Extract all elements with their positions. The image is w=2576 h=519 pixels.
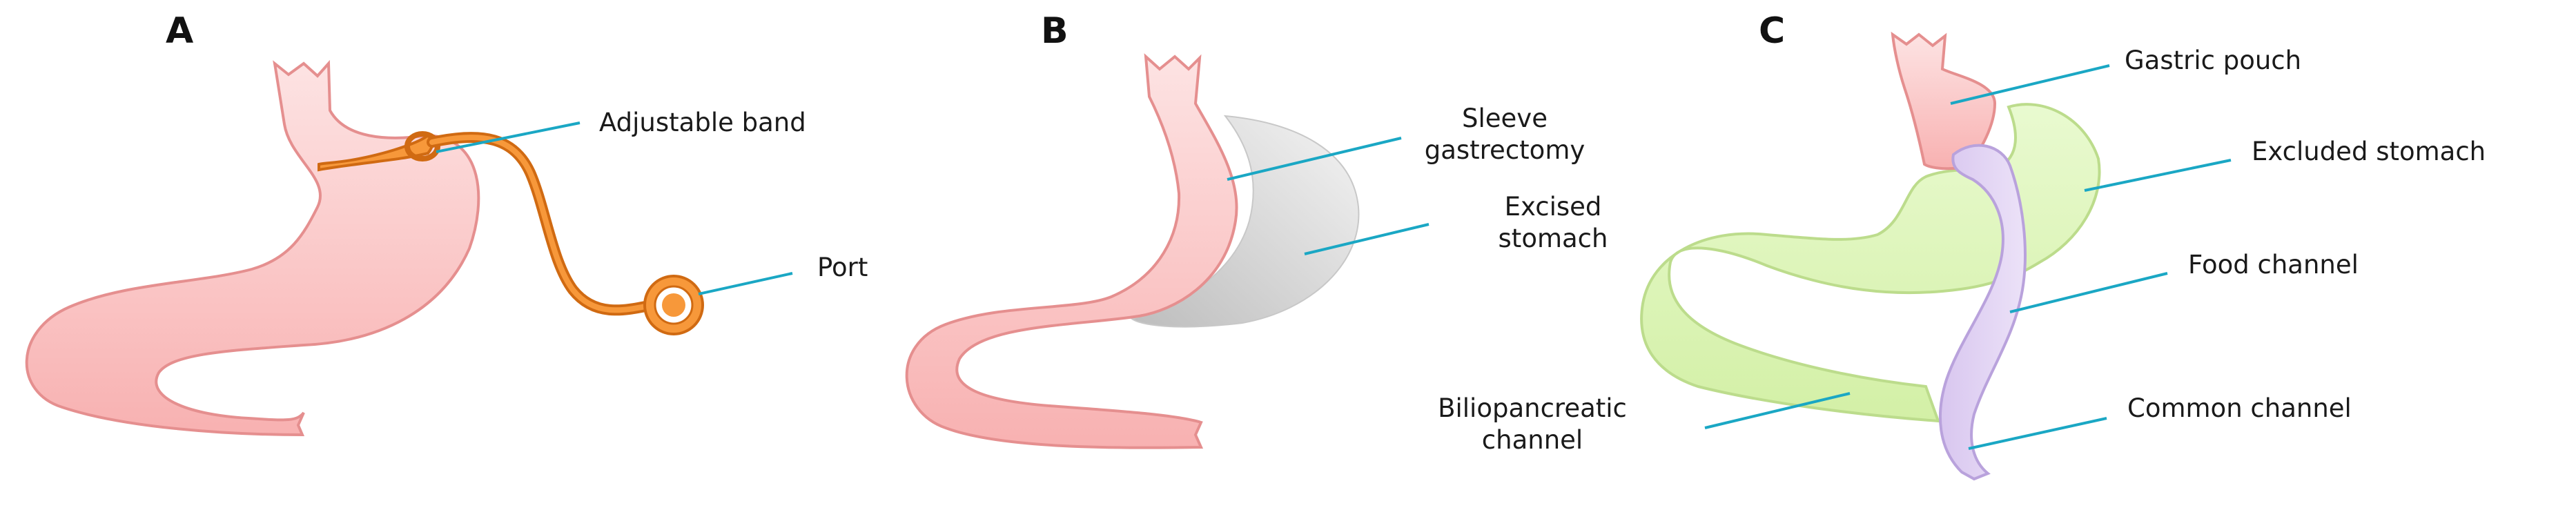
excised-stomach-label-line1: Excised bbox=[1505, 192, 1602, 222]
panel-b: B Sleeve gastrectomy Excised stomach bbox=[905, 10, 1608, 449]
biliopancreatic-leader-line bbox=[1704, 392, 1851, 429]
common-channel-leader-line bbox=[1968, 417, 2107, 450]
excised-leader-line bbox=[1304, 223, 1430, 255]
food-channel-leader-line bbox=[2009, 272, 2168, 313]
band-leader-line bbox=[436, 121, 580, 153]
biliopancreatic-channel-label-line1: Biliopancreatic bbox=[1438, 393, 1627, 423]
port-label: Port bbox=[817, 253, 868, 282]
port-leader-line bbox=[698, 272, 793, 295]
excluded-stomach-leader-line bbox=[2084, 159, 2232, 192]
panel-b-letter: B bbox=[1041, 10, 1069, 52]
sleeve-leader-line bbox=[1227, 137, 1402, 181]
adjustable-band-label: Adjustable band bbox=[599, 108, 806, 137]
sleeve-stomach bbox=[905, 53, 1238, 449]
common-channel-label: Common channel bbox=[2127, 393, 2352, 423]
panel-a-letter: A bbox=[166, 10, 193, 52]
biliopancreatic-channel-label-line2: channel bbox=[1482, 425, 1583, 455]
food-channel-label: Food channel bbox=[2188, 250, 2359, 280]
excised-stomach-label-line2: stomach bbox=[1499, 224, 1608, 253]
sleeve-gastrectomy-label-line1: Sleeve bbox=[1462, 104, 1548, 133]
panel-c: C Gastric pouch Excluded stomach Food ch… bbox=[1438, 10, 2486, 481]
excised-stomach bbox=[1130, 115, 1360, 328]
panel-c-letter: C bbox=[1759, 10, 1785, 52]
panel-a: A Adjustable band Port bbox=[25, 10, 868, 437]
port bbox=[643, 275, 704, 335]
gastric-pouch-label: Gastric pouch bbox=[2125, 46, 2301, 75]
gastric-pouch-leader-line bbox=[1950, 64, 2110, 105]
food-channel bbox=[1938, 144, 2027, 481]
sleeve-gastrectomy-label-line2: gastrectomy bbox=[1425, 135, 1585, 165]
stomach-a bbox=[25, 59, 480, 437]
excluded-stomach-label: Excluded stomach bbox=[2252, 137, 2486, 166]
excluded-stomach bbox=[1640, 103, 2101, 423]
